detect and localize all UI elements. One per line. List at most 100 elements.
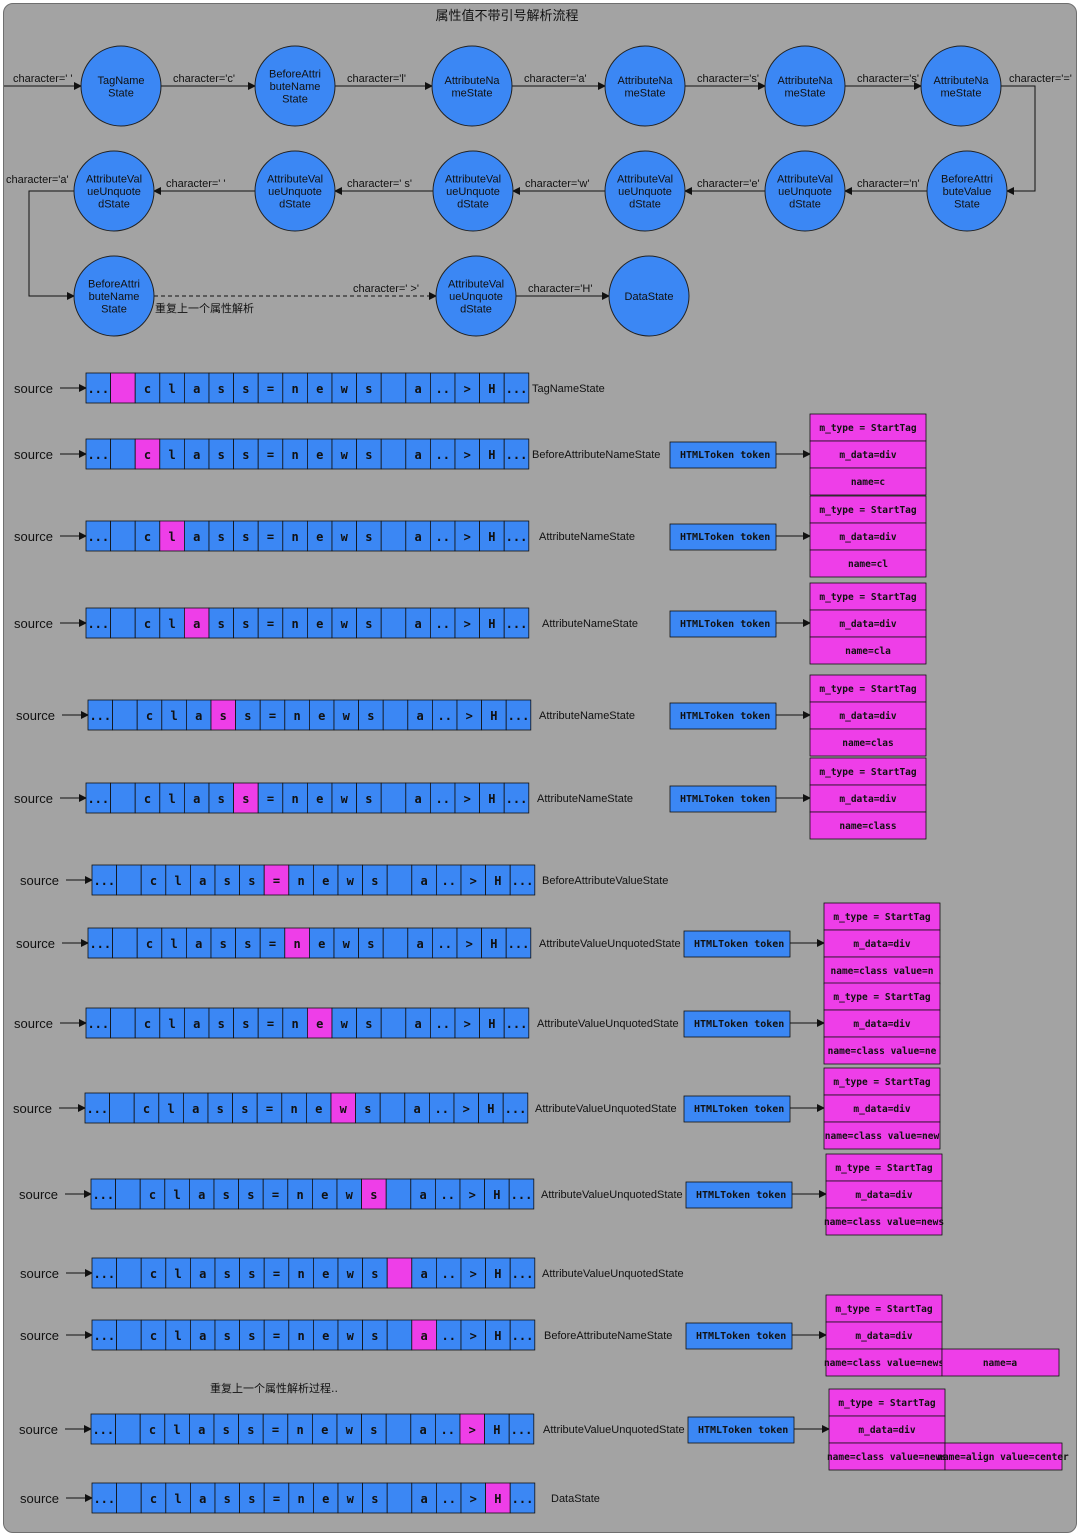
char-cell — [380, 372, 407, 404]
source-label: source — [20, 1328, 59, 1343]
char-cell — [460, 864, 487, 896]
state-node-label: DataState — [625, 291, 674, 303]
char-cell — [308, 699, 335, 731]
state-name: AttributeValueUnquotedState — [539, 938, 681, 950]
char-cell — [263, 1257, 290, 1289]
char-label: s — [224, 1492, 231, 1506]
char-cell — [210, 927, 237, 959]
char-label: e — [316, 382, 323, 396]
char-label: a — [420, 874, 427, 888]
char-cell — [263, 1482, 290, 1514]
char-cell — [454, 782, 481, 814]
char-cell — [110, 1007, 136, 1039]
token-field — [825, 1207, 943, 1236]
token-field-text: m_data=div — [855, 1331, 912, 1342]
char-cell — [282, 1007, 308, 1039]
state-node-label: AttributeVal — [86, 174, 142, 186]
char-cell — [239, 1257, 265, 1289]
token-field — [823, 1009, 941, 1038]
char-label: w — [340, 1102, 348, 1116]
char-cell — [485, 1257, 511, 1289]
char-label: > — [463, 1102, 470, 1116]
char-label: s — [371, 874, 378, 888]
char-cell — [183, 372, 210, 404]
char-cell — [165, 1257, 191, 1289]
char-label: s — [242, 382, 249, 396]
char-label: e — [322, 1492, 329, 1506]
char-label: w — [347, 874, 355, 888]
state-node-label: ueUnquote — [449, 291, 503, 303]
char-label: ... — [87, 792, 109, 806]
token-field — [823, 929, 941, 958]
char-label: c — [146, 709, 153, 723]
state-name: BeforeAttributeNameState — [532, 449, 660, 461]
char-cell — [435, 1257, 462, 1289]
char-cell — [456, 927, 483, 959]
char-label: ... — [511, 1423, 533, 1437]
char-label: l — [168, 530, 175, 544]
html-token-box — [669, 702, 777, 730]
char-label: e — [316, 530, 323, 544]
char-label: = — [273, 1492, 280, 1506]
char-cell — [214, 1257, 241, 1289]
char-cell — [165, 1319, 191, 1351]
char-cell — [509, 864, 536, 896]
char-cell — [502, 1092, 529, 1124]
char-cell — [159, 1007, 185, 1039]
char-label: .. — [441, 874, 455, 888]
token-field — [809, 522, 927, 551]
char-label: ... — [506, 382, 528, 396]
token-field-text: name=class — [839, 821, 896, 832]
char-cell — [287, 1178, 313, 1210]
char-label: l — [174, 1267, 181, 1281]
current-char-cell — [134, 438, 161, 470]
transition-label: character='a' — [6, 174, 69, 186]
char-label: s — [370, 1188, 377, 1202]
state-node-label: dState — [460, 304, 492, 316]
char-cell — [112, 927, 138, 959]
state-node — [604, 150, 686, 232]
char-label: ... — [86, 1102, 108, 1116]
char-cell — [503, 438, 530, 470]
token-extra-field — [944, 1442, 1063, 1471]
token-field-text: name=c — [851, 477, 885, 488]
token-field — [823, 1067, 941, 1096]
char-label: s — [220, 709, 227, 723]
char-cell — [85, 1007, 112, 1039]
char-label: c — [149, 1188, 156, 1202]
char-label: = — [272, 1423, 279, 1437]
char-label: w — [347, 1329, 355, 1343]
token-field — [809, 467, 927, 496]
char-label: n — [293, 937, 300, 951]
char-label: H — [490, 937, 497, 951]
char-label: n — [293, 709, 300, 723]
char-label: w — [347, 1267, 355, 1281]
state-node-label: ueUnquote — [87, 186, 141, 198]
char-cell — [257, 1007, 284, 1039]
char-cell — [85, 372, 112, 404]
char-label: a — [420, 1329, 427, 1343]
char-label: s — [371, 1492, 378, 1506]
char-cell — [139, 1413, 166, 1445]
char-cell — [189, 1257, 216, 1289]
current-char-cell — [411, 1319, 437, 1351]
state-node-label: ueUnquote — [446, 186, 500, 198]
token-field-text: m_data=div — [839, 450, 896, 461]
char-cell — [139, 1178, 166, 1210]
char-cell — [508, 1413, 535, 1445]
char-label: = — [266, 1102, 273, 1116]
html-token-box — [687, 1416, 795, 1444]
token-field — [809, 440, 927, 469]
char-cell — [140, 1482, 167, 1514]
char-cell — [362, 1319, 388, 1351]
state-node — [604, 45, 686, 127]
char-cell — [456, 699, 483, 731]
char-label: a — [193, 1017, 200, 1031]
char-cell — [312, 864, 339, 896]
char-label: w — [341, 382, 349, 396]
char-cell — [213, 1178, 240, 1210]
char-label: ... — [508, 709, 530, 723]
char-cell — [380, 438, 407, 470]
char-label: s — [242, 448, 249, 462]
char-label: a — [193, 530, 200, 544]
